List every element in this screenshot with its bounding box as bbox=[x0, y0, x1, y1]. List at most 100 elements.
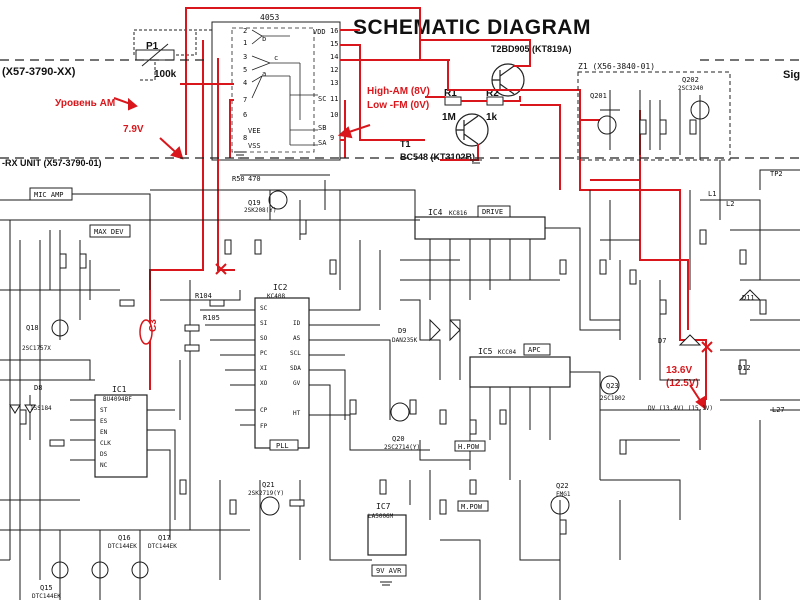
voltage-13-6v-label: 13.6V bbox=[666, 365, 692, 376]
ic-4053-inner-sa: SA bbox=[318, 139, 327, 147]
q19-part: 2SK208(Y) bbox=[244, 207, 277, 214]
am-level-label: Уровень AM bbox=[55, 98, 115, 109]
ic-4053-inner-sb: SB bbox=[318, 124, 326, 132]
ic1-label: IC1 bbox=[112, 385, 127, 394]
ic2-pin-5: XO bbox=[260, 380, 268, 387]
l1-label: L1 bbox=[708, 190, 716, 198]
q16-part: DTC144EK bbox=[108, 543, 137, 550]
d9-label: D9 bbox=[398, 327, 406, 335]
ic2-label: IC2 bbox=[273, 283, 288, 292]
ic2-pin-3: PC bbox=[260, 350, 268, 357]
drive-label: DRIVE bbox=[482, 208, 503, 216]
ic2-pin-0: SC bbox=[260, 305, 268, 312]
avr-label: 9V AVR bbox=[376, 567, 402, 575]
ic-4053-pin-l0: 2 bbox=[243, 27, 247, 35]
ic2-pin-7: FP bbox=[260, 423, 268, 430]
m-pow-block bbox=[457, 500, 489, 512]
l2-label: L2 bbox=[726, 200, 734, 208]
q15-part: DTC144EK bbox=[32, 593, 61, 600]
d9-part: DAN235K bbox=[392, 337, 418, 344]
ic-4053-pin-r2: 14 bbox=[330, 53, 338, 61]
c3-label: C3 bbox=[148, 319, 159, 332]
q19-label: Q19 bbox=[248, 199, 261, 207]
mode-am-label: High-AM (8V) bbox=[367, 86, 430, 97]
ic7-body bbox=[367, 514, 407, 556]
ic-4053-pin-l2: 3 bbox=[243, 53, 247, 61]
ic-4053-pin-r3: 12 bbox=[330, 66, 338, 74]
unit-z1-label: Z1 (X56-3840-01) bbox=[578, 62, 655, 71]
ic2-pin-8: ID bbox=[293, 320, 301, 327]
mod-cross-marks bbox=[215, 263, 713, 353]
ic-4053-body bbox=[211, 21, 341, 161]
unit-left-label: (X57-3790-XX) bbox=[2, 66, 76, 78]
r1-label: R1 bbox=[444, 88, 457, 99]
ic2-pin-11: SCL bbox=[290, 350, 301, 357]
ic-4053-pin-l3: 5 bbox=[243, 66, 247, 74]
ic1-pin-2: EN bbox=[100, 429, 108, 436]
ic-4053-pin-r1: 15 bbox=[330, 40, 338, 48]
ic2-pin-12: SDA bbox=[290, 365, 301, 372]
voltage-12-5v-label: (12.5V) bbox=[666, 378, 699, 389]
tp2-label: TP2 bbox=[770, 170, 783, 178]
ic2-pin-4: XI bbox=[260, 365, 268, 372]
p1-value: 100k bbox=[154, 69, 177, 80]
q18-label: Q18 bbox=[26, 324, 39, 332]
t2-transistor bbox=[491, 63, 525, 97]
mod-arrows bbox=[113, 97, 706, 410]
unit-sig-label: Sig bbox=[783, 69, 800, 81]
ic-4053-inner-sc: SC bbox=[318, 95, 326, 103]
ic7-label: IC7 bbox=[376, 502, 391, 511]
mic-amp-label: MIC AMP bbox=[34, 191, 64, 199]
ic-4053-vdd: VDD bbox=[313, 28, 326, 36]
l27-label: L27 bbox=[772, 406, 785, 414]
t1-transistor bbox=[455, 113, 489, 147]
r50-value: 470 bbox=[248, 175, 261, 183]
q20-label: Q20 bbox=[392, 435, 405, 443]
p1-wiper-arrow bbox=[141, 43, 169, 67]
ic-4053-pin-l1: 1 bbox=[243, 39, 247, 47]
ic-4053-pin-l7: 8 bbox=[243, 134, 247, 142]
circuit-diodes bbox=[9, 289, 762, 414]
q16-label: Q16 bbox=[118, 534, 131, 542]
ic-4053-switches bbox=[251, 29, 318, 146]
q23-label: Q23 bbox=[606, 382, 619, 390]
q201-label: Q201 bbox=[590, 92, 607, 100]
ic7-part: LA5006M bbox=[368, 513, 394, 520]
ic2-pin-2: SO bbox=[260, 335, 268, 342]
h-pow-label: H.POW bbox=[458, 443, 480, 451]
q17-part: DTC144EK bbox=[148, 543, 177, 550]
q22-label: Q22 bbox=[556, 482, 569, 490]
ic4-part: KC816 bbox=[449, 210, 467, 217]
p1-label: P1 bbox=[146, 41, 159, 52]
ic2-part: KC408 bbox=[267, 293, 285, 300]
ic-4053-pin-l4: 4 bbox=[243, 79, 247, 87]
ic1-pin-4: DS bbox=[100, 451, 108, 458]
max-dev-label: MAX DEV bbox=[94, 228, 124, 236]
q202-part: 2SC3240 bbox=[678, 85, 704, 92]
passive-components bbox=[19, 119, 767, 535]
voltage-7-9v-label: 7.9V bbox=[123, 124, 144, 135]
circuit-transistors bbox=[51, 100, 710, 579]
pll-label: PLL bbox=[276, 442, 289, 450]
q21-label: Q21 bbox=[262, 481, 275, 489]
r50-label: R50 bbox=[232, 175, 245, 183]
ic-4053-inner-c: c bbox=[274, 54, 278, 62]
q15-label: Q15 bbox=[40, 584, 53, 592]
ic2-pin-9: AS bbox=[293, 335, 301, 342]
ic-4053-pin-r7: 9 bbox=[330, 134, 334, 142]
component-labels: Q19 2SK208(Y) Q18 2SC1757X Q20 2SC2714(Y… bbox=[22, 76, 785, 600]
d8-label: D8 bbox=[34, 384, 42, 392]
ic-4053-pin-r0: 16 bbox=[330, 27, 338, 35]
ic-4053-pin-l6: 6 bbox=[243, 111, 247, 119]
r2-value: 1k bbox=[486, 112, 498, 123]
ic-4053-pin-r5: 11 bbox=[330, 95, 338, 103]
d8-part: 1SS184 bbox=[30, 405, 52, 412]
m-pow-label: M.POW bbox=[461, 503, 483, 511]
unit-rx-label: -RX UNIT (X57-3790-01) bbox=[2, 158, 102, 168]
drive-block bbox=[477, 205, 511, 218]
c3-capacitor: C3 bbox=[139, 319, 159, 345]
ground-symbols bbox=[234, 151, 482, 586]
ic1-part: BU4094BF bbox=[103, 396, 132, 403]
